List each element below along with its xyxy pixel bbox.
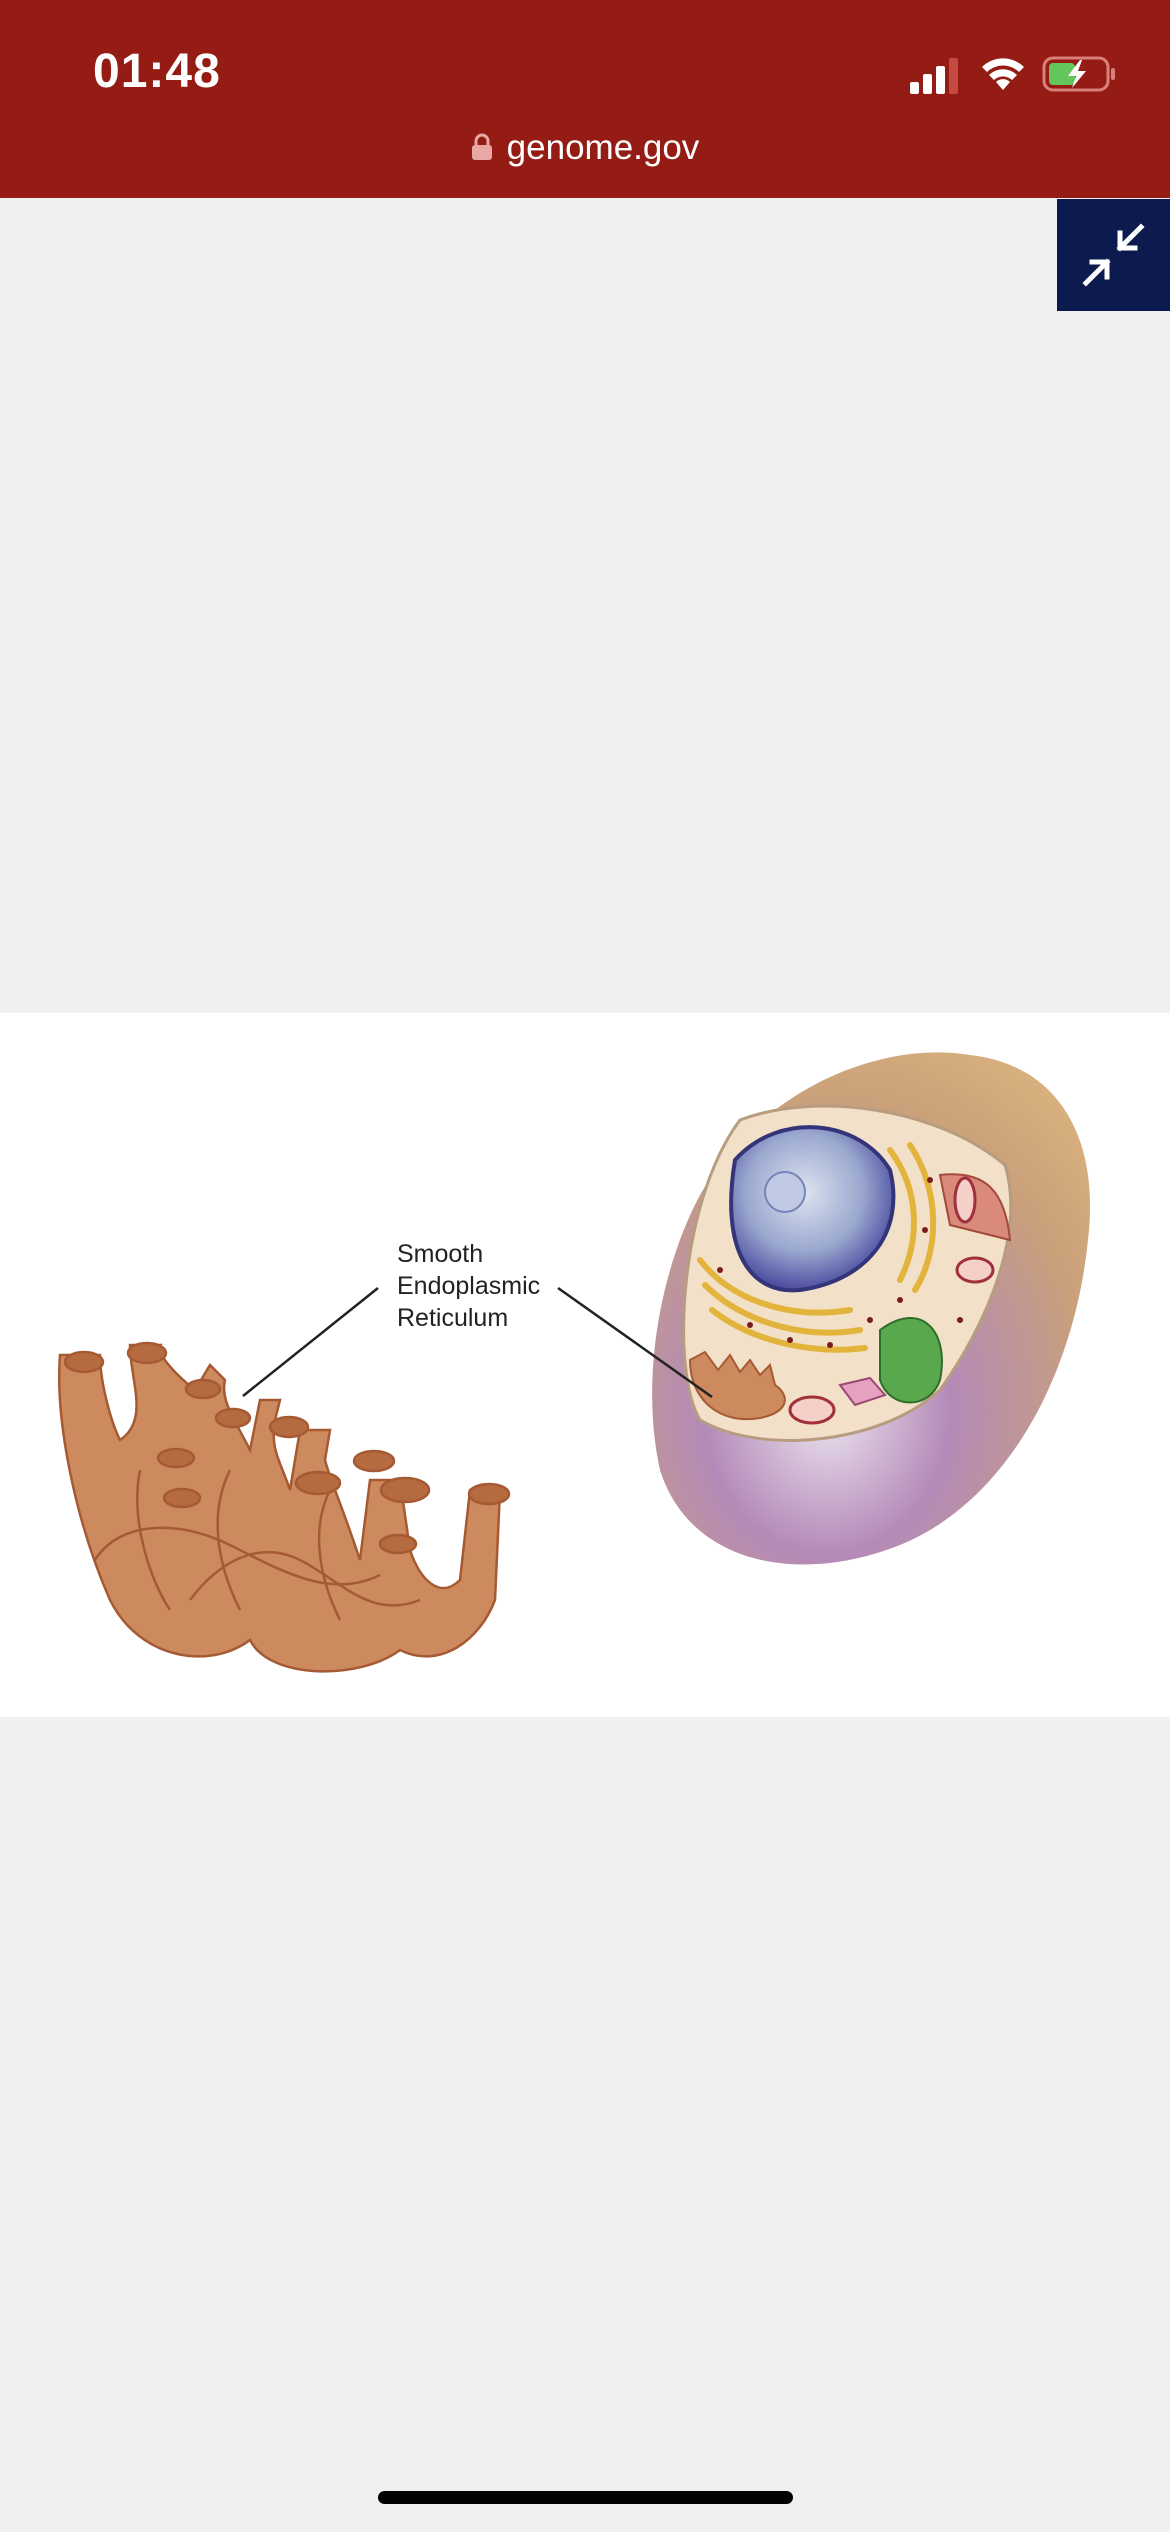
smooth-er-illustration [58,1341,511,1673]
collapse-button[interactable] [1057,199,1170,311]
animal-cell-illustration [652,1052,1091,1565]
status-icons [910,50,1120,100]
label-leader-right [557,1286,713,1399]
diagram-image [0,1013,1170,1717]
wifi-icon [982,58,1024,90]
status-time: 01:48 [93,45,221,98]
address-bar[interactable]: genome.gov [0,128,1170,168]
home-indicator[interactable] [378,2491,793,2504]
battery-charging-icon [1042,56,1115,92]
url-text: genome.gov [506,128,700,167]
label-leader-left [242,1287,379,1397]
smooth-er-label: Smooth Endoplasmic Reticulum [397,1240,541,1332]
lock-icon [471,133,492,160]
cellular-signal-icon [910,58,958,94]
browser-header: 01:48 genome.gov [0,0,1170,198]
collapse-arrows-icon [1082,223,1145,287]
